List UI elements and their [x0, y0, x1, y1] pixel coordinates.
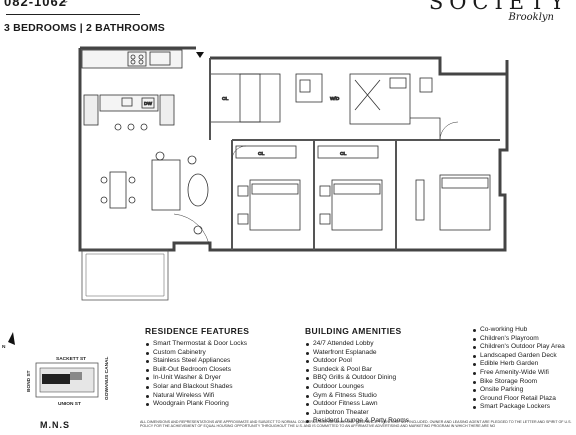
bath-two [349, 73, 441, 140]
list-item: Co-working Hub [472, 326, 565, 335]
list-item: In-Unit Washer & Dryer [145, 374, 247, 383]
bedroom-closets: CL CL [235, 145, 379, 159]
brand-location: Brooklyn [508, 12, 554, 23]
bedroom-1 [237, 179, 301, 231]
list-item: Built-Out Bedroom Closets [145, 366, 247, 375]
north-arrow-icon [8, 332, 15, 345]
street-left: BOND ST [26, 370, 32, 392]
list-item: Stainless Steel Appliances [145, 357, 247, 366]
street-top: SACKETT ST [56, 356, 86, 362]
list-item: Waterfront Esplanade [305, 349, 409, 358]
list-item: Edible Herb Garden [472, 360, 565, 369]
closet-label-2: CL [258, 151, 264, 157]
unit-code: 082-1062 [4, 0, 67, 9]
list-item: Gym & Fitness Studio [305, 392, 409, 401]
brand-logo: SOCIETY [428, 0, 570, 14]
living-dining [100, 151, 209, 235]
amenities-list-2: Co-working Hub Children's Playroom Child… [472, 326, 565, 412]
header-divider [6, 14, 140, 15]
site-key-map: N SACKETT ST UNION ST BOND ST GOWANUS CA… [0, 330, 140, 430]
list-item: Bike Storage Room [472, 378, 565, 387]
floor-plan: DW CL W/D CL C [0, 40, 576, 330]
closet-label-1: CL [222, 96, 228, 102]
street-right: GOWANUS CANAL [104, 356, 110, 400]
list-item: Outdoor Lounges [305, 383, 409, 392]
list-item: Jumbotron Theater [305, 409, 409, 418]
kitchen: DW [81, 49, 183, 131]
list-item: Smart Thermostat & Door Locks [145, 340, 247, 349]
bath-one: CL W/D [209, 73, 340, 123]
building-amenities-title: BUILDING AMENITIES [305, 326, 402, 336]
unit-subtitle: 3 BEDROOMS | 2 BATHROOMS [4, 22, 165, 34]
door-swings [173, 121, 459, 251]
balcony [81, 249, 169, 301]
legal-disclaimer: ALL DIMENSIONS AND REPRESENTATIONS ARE A… [140, 420, 572, 429]
list-item: Landscaped Garden Deck [472, 352, 565, 361]
entry-arrow [196, 52, 204, 58]
list-item: Children's Outdoor Play Area [472, 343, 565, 352]
list-item: Children's Playroom [472, 335, 565, 344]
exterior-walls [78, 46, 509, 252]
list-item: Smart Package Lockers [472, 403, 565, 412]
list-item: Woodgrain Plank Flooring [145, 400, 247, 409]
list-item: Outdoor Fitness Lawn [305, 400, 409, 409]
list-item: Sundeck & Pool Bar [305, 366, 409, 375]
list-item: Natural Wireless Wifi [145, 392, 247, 401]
closet-label-3: CL [340, 151, 346, 157]
list-item: Free Amenity-Wide Wifi [472, 369, 565, 378]
list-item: 24/7 Attended Lobby [305, 340, 409, 349]
developer-logo: M.N.S [40, 420, 71, 430]
list-item: Custom Cabinetry [145, 349, 247, 358]
list-item: Ground Floor Retail Plaza [472, 395, 565, 404]
amenities-list-1: 24/7 Attended Lobby Waterfront Esplanade… [305, 340, 409, 426]
bedroom-3 [415, 174, 491, 231]
wd-label: W/D [330, 96, 340, 102]
interior-walls [209, 58, 500, 250]
list-item: Onsite Parking [472, 386, 565, 395]
bedroom-2 [319, 179, 383, 231]
list-item: Resident Lounge & Party Rooms [305, 417, 409, 426]
list-item: Solar and Blackout Shades [145, 383, 247, 392]
residence-features-title: RESIDENCE FEATURES [145, 326, 250, 336]
list-item: Outdoor Pool [305, 357, 409, 366]
dishwasher-label: DW [144, 101, 152, 107]
street-bottom: UNION ST [58, 401, 81, 407]
residence-features-list: Smart Thermostat & Door Locks Custom Cab… [145, 340, 247, 409]
north-label: N [2, 344, 6, 350]
signature-mark: ~ [60, 0, 69, 8]
list-item: BBQ Grills & Outdoor Dining [305, 374, 409, 383]
